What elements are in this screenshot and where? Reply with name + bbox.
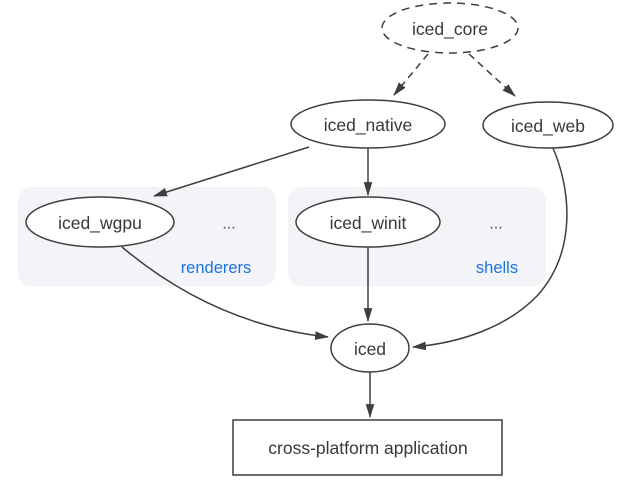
node-iced-native: iced_native bbox=[290, 99, 446, 149]
node-iced-label: iced bbox=[354, 339, 386, 359]
node-iced-core-shape bbox=[381, 2, 519, 54]
node-iced-web: iced_web bbox=[482, 101, 614, 149]
node-iced: iced bbox=[330, 323, 410, 373]
node-iced-native-shape bbox=[290, 99, 446, 149]
node-iced-wgpu-shape bbox=[25, 196, 175, 248]
node-iced-winit-shape bbox=[295, 196, 441, 248]
edge-web-to-iced bbox=[411, 147, 568, 351]
node-iced-wgpu-label: iced_wgpu bbox=[58, 213, 142, 234]
node-iced-web-shape bbox=[482, 101, 614, 149]
node-iced-wgpu: iced_wgpu bbox=[25, 196, 175, 248]
group-renderers-label: renderers bbox=[181, 259, 252, 277]
node-cross-platform-application: cross-platform application bbox=[232, 419, 503, 476]
node-iced-core: iced_core bbox=[381, 2, 519, 54]
edge-core-to-web bbox=[468, 53, 516, 97]
node-iced-winit: iced_winit bbox=[295, 196, 441, 248]
node-iced-shape bbox=[330, 323, 410, 373]
edge-wgpu-to-iced bbox=[121, 246, 330, 340]
edge-native-to-wgpu bbox=[152, 146, 310, 197]
node-iced-winit-label: iced_winit bbox=[330, 213, 407, 234]
node-iced-web-label: iced_web bbox=[511, 116, 585, 137]
group-shells-ellipsis: ... bbox=[489, 216, 502, 233]
edge-core-to-native bbox=[393, 53, 429, 96]
node-iced-core-label: iced_core bbox=[412, 19, 488, 40]
group-renderers-ellipsis: ... bbox=[222, 216, 235, 233]
node-cross-platform-application-shape bbox=[232, 419, 503, 476]
node-cross-platform-application-label: cross-platform application bbox=[268, 438, 467, 458]
group-shells-label: shells bbox=[476, 259, 518, 277]
node-iced-native-label: iced_native bbox=[324, 115, 413, 136]
